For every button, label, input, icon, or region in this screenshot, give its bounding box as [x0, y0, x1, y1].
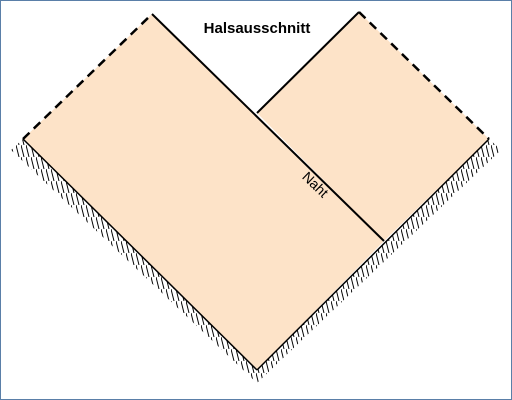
neckline-label: Halsausschnitt: [204, 20, 311, 37]
dashed-edge-right: [358, 11, 490, 140]
hatched-edge-left: [11, 139, 257, 383]
hatched-edge-left-line: [22, 138, 258, 371]
fabric-panel-large: [23, 14, 384, 370]
fabric-panel-small: [257, 12, 489, 241]
hatched-edge-right-line: [256, 138, 490, 371]
hatched-edge-right: [257, 139, 501, 383]
seam-line: [151, 13, 385, 242]
neckline-edge: [256, 11, 360, 114]
